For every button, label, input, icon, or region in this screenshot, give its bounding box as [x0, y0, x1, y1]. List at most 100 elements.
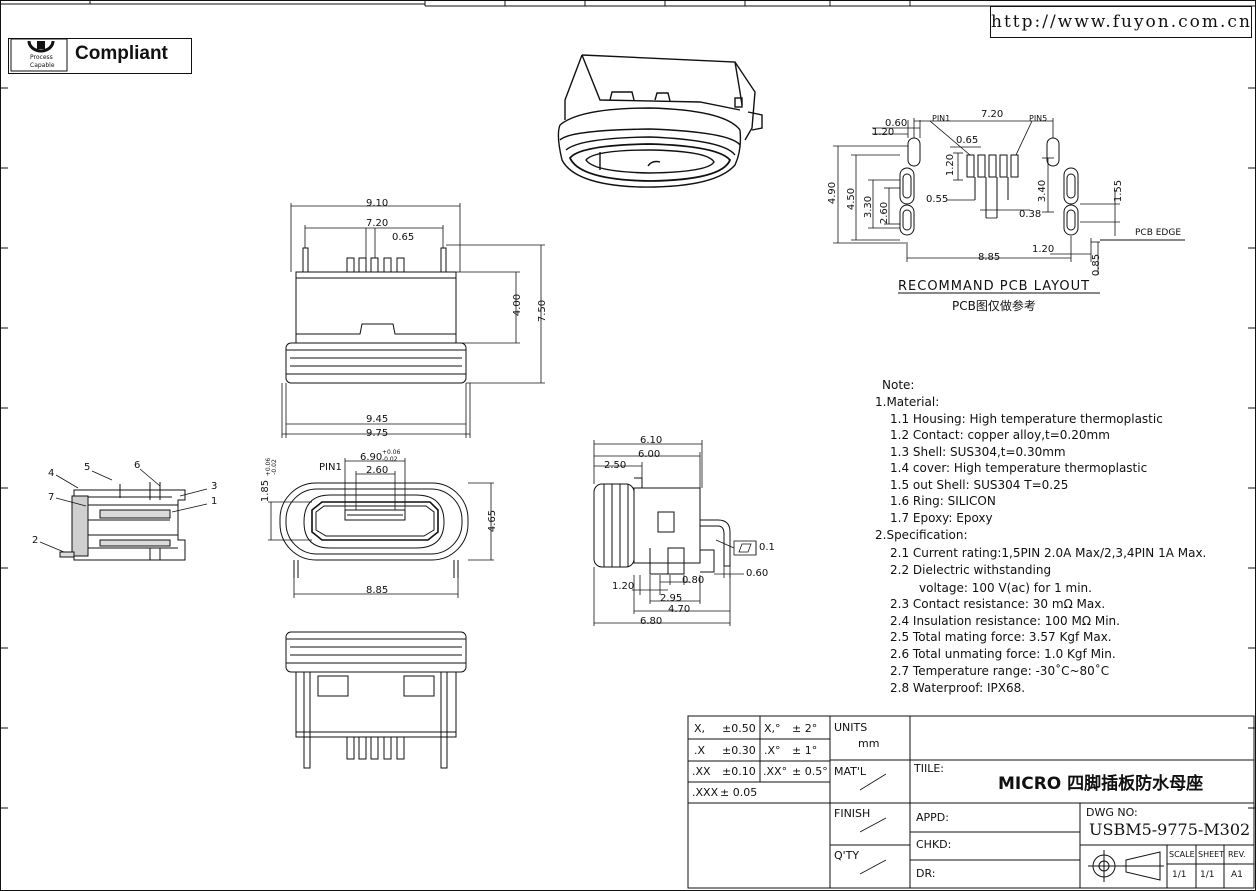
note-line: 2.8 Waterproof: IPX68. [890, 681, 1026, 695]
pcb-dim-0-85: 0.85 [1091, 253, 1103, 277]
dim-top-9-75: 9.75 [366, 428, 389, 439]
pcb-layout-dims [833, 118, 1185, 294]
flatness-value: 0.1 [759, 542, 775, 553]
zone-ticks-left [0, 87, 8, 809]
pcb-dim-1-20-c: 1.20 [1032, 244, 1055, 255]
dwg-number: USBM5-9775-M302 [1089, 820, 1251, 839]
pcb-layout-subtitle: PCB图仅做参考 [952, 299, 1036, 313]
rev-value: A1 [1231, 870, 1243, 880]
tol-value: ±0.30 [722, 744, 756, 757]
appd-label: APPD: [916, 811, 949, 824]
dim-side-2-95: 2.95 [660, 593, 683, 604]
tol-key: X, [694, 722, 706, 735]
matl-label: MAT'L [834, 765, 867, 778]
drawing-title: MICRO 四脚插板防水母座 [998, 774, 1204, 794]
logo-sub1: Process [30, 54, 53, 61]
tol-key: .X [694, 744, 706, 757]
note-line: 1.7 Epoxy: Epoxy [890, 511, 993, 525]
section-view [59, 482, 186, 561]
dim-top-7-20: 7.20 [366, 218, 389, 229]
tol-angle-key: .X° [764, 744, 781, 757]
section-label-4: 4 [48, 468, 55, 479]
dim-front-1-85: 1.85 [260, 479, 272, 503]
sheet-value: 1/1 [1200, 870, 1215, 880]
bottom-view-body [285, 631, 467, 769]
section-label-2: 2 [32, 535, 39, 546]
finish-label: FINISH [834, 807, 871, 820]
note-line: 2.4 Insulation resistance: 100 MΩ Min. [890, 614, 1120, 628]
section-label-6: 6 [134, 460, 141, 471]
pcb-dim-0-60: 0.60 [885, 118, 908, 129]
note-line: 2.6 Total unmating force: 1.0 Kgf Min. [890, 647, 1116, 661]
units-label: UNITS [834, 721, 868, 734]
tol-angle-value: ± 0.5° [792, 765, 828, 778]
section-label-7: 7 [48, 492, 55, 503]
note-line: 2.1 Current rating:1,5PIN 2.0A Max/2,3,4… [890, 546, 1207, 560]
note-line: 1.1 Housing: High temperature thermoplas… [890, 412, 1163, 426]
scale-value: 1/1 [1172, 870, 1187, 880]
front-view-dims [268, 458, 494, 598]
pcb-dim-3-30: 3.30 [863, 195, 875, 219]
tol-value: ±0.10 [722, 765, 756, 778]
pcb-edge-label: PCB EDGE [1135, 228, 1182, 238]
title-block-grid [687, 715, 1255, 889]
tol-angle-key: .XX° [763, 765, 788, 778]
dim-side-0-80: 0.80 [682, 575, 705, 586]
zone-ticks-right [1248, 87, 1256, 809]
pcb-pin5-label: PIN5 [1029, 114, 1048, 123]
section-label-3: 3 [211, 481, 218, 492]
note-line: 1.3 Shell: SUS304,t=0.30mm [890, 445, 1066, 459]
tol-key: .XX [692, 765, 711, 778]
note-line: 2.5 Total mating force: 3.57 Kgf Max. [890, 630, 1112, 644]
dim-side-6-80: 6.80 [640, 616, 663, 627]
section-label-5: 5 [84, 462, 91, 473]
dim-top-4-00: 4.00 [512, 293, 524, 317]
dim-front-2-60: 2.60 [366, 465, 389, 476]
dim-front-4-65: 4.65 [487, 509, 499, 533]
dim-side-6-00: 6.00 [638, 449, 661, 460]
tol-value: ±0.50 [722, 722, 756, 735]
note-line: 2.2 Dielectric withstanding [890, 563, 1052, 577]
pcb-dim-7-20: 7.20 [981, 109, 1004, 120]
dim-side-0-60: 0.60 [746, 568, 769, 579]
pcb-dim-4-90: 4.90 [827, 181, 839, 205]
dim-top-9-45: 9.45 [366, 414, 389, 425]
pcb-dim-4-50: 4.50 [846, 187, 858, 211]
tol-angle-value: ± 1° [792, 744, 818, 757]
note-line: voltage: 100 V(ac) for 1 min. [919, 581, 1092, 595]
qty-label: Q'TY [834, 849, 860, 862]
top-view-body [285, 247, 467, 384]
compliant-text: Compliant [75, 43, 168, 64]
dim-top-7-50: 7.50 [537, 299, 549, 323]
tol-angle-key: X,° [764, 722, 781, 735]
pcb-dim-1-20-a: 1.20 [872, 127, 895, 138]
sheet-label: SHEET [1198, 850, 1225, 859]
pcb-dim-3-40: 3.40 [1037, 179, 1049, 203]
pcb-layout-pads [899, 137, 1079, 236]
tol-value: ± 0.05 [720, 786, 758, 799]
field-underlines [859, 773, 887, 875]
pcb-dim-0-65: 0.65 [956, 135, 979, 146]
pcb-dim-1-55: 1.55 [1113, 179, 1125, 203]
top-view-dims [281, 203, 545, 438]
chkd-label: CHKD: [916, 838, 952, 851]
process-capable-icon [10, 39, 68, 72]
side-view-body [593, 477, 731, 575]
pcb-dim-2-60: 2.60 [879, 201, 891, 225]
dim-side-2-50: 2.50 [604, 460, 627, 471]
section-label-1: 1 [211, 496, 218, 507]
dim-side-6-10: 6.10 [640, 435, 663, 446]
pcb-pin1-label: PIN1 [932, 114, 951, 123]
side-view-dims [593, 440, 757, 626]
dim-front-1-85-tol-dn: -0.02 [270, 459, 278, 475]
rev-label: REV. [1228, 850, 1246, 859]
dim-front-6-90: 6.90 [360, 452, 383, 463]
front-view-body [279, 482, 469, 578]
logo-sub2: Capable [30, 62, 55, 69]
company-url[interactable]: http://www.fuyon.com.cn [990, 6, 1252, 38]
units-value: mm [858, 737, 880, 750]
dim-front-6-90-tol-dn: -0.02 [382, 456, 398, 463]
